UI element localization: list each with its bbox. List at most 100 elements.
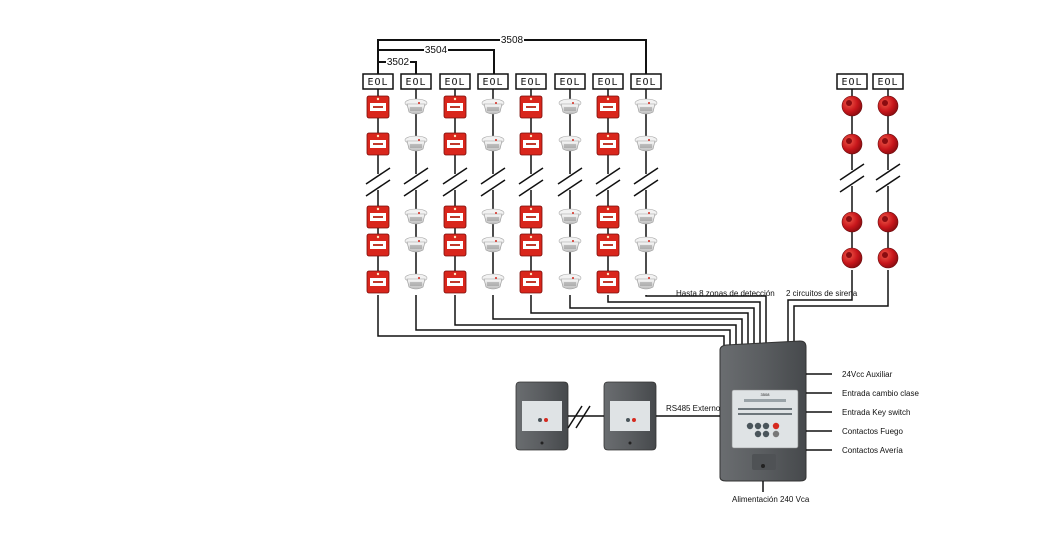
- smoke-detector: [404, 273, 428, 290]
- smoke-detector: [481, 135, 505, 152]
- eol-label: EOL: [405, 77, 426, 88]
- alarm-sounder: [877, 211, 899, 233]
- eol-box-zone-6: EOL: [554, 73, 586, 90]
- manual-call-point: [366, 270, 390, 294]
- smoke-detector: [404, 98, 428, 115]
- manual-call-point: [519, 233, 543, 257]
- smoke-detector: [634, 98, 658, 115]
- main-control-panel: 3508: [719, 340, 807, 482]
- bus-label-3508: 3508: [501, 35, 524, 46]
- smoke-detector: [634, 273, 658, 290]
- zone-5: EOL: [515, 73, 547, 294]
- output-label: Contactos Avería: [842, 446, 903, 455]
- zone-3: EOL: [439, 73, 471, 294]
- smoke-detector: [481, 273, 505, 290]
- bus-labels: 3508 3504 3502: [386, 33, 524, 68]
- manual-call-point: [366, 233, 390, 257]
- manual-call-point: [443, 95, 467, 119]
- manual-call-point: [519, 132, 543, 156]
- alarm-sounder: [877, 95, 899, 117]
- eol-label: EOL: [635, 77, 656, 88]
- eol-label: EOL: [520, 77, 541, 88]
- smoke-detector: [481, 236, 505, 253]
- alarm-sounder: [841, 247, 863, 269]
- siren-circuit-1: EOL: [836, 73, 868, 269]
- smoke-detector: [634, 208, 658, 225]
- siren-wires: [787, 270, 889, 348]
- power-label: Alimentación 240 Vca: [732, 495, 810, 504]
- rs485-bus: [567, 405, 720, 429]
- manual-call-point: [366, 132, 390, 156]
- eol-label: EOL: [559, 77, 580, 88]
- alarm-sounder: [877, 247, 899, 269]
- zone-1: EOL: [362, 73, 394, 294]
- eol-box-zone-7: EOL: [592, 73, 624, 90]
- detection-zones: EOL EOL EOL EOL EOL EOL EOL EOL: [362, 73, 662, 294]
- alarm-sounder: [841, 211, 863, 233]
- eol-label: EOL: [841, 77, 862, 88]
- bus-label-3502: 3502: [387, 57, 410, 68]
- eol-box-zone-1: EOL: [362, 73, 394, 90]
- zone-6: EOL: [554, 73, 586, 290]
- manual-call-point: [366, 205, 390, 229]
- smoke-detector: [558, 135, 582, 152]
- manual-call-point: [596, 205, 620, 229]
- manual-call-point: [366, 95, 390, 119]
- manual-call-point: [519, 205, 543, 229]
- output-label: 24Vcc Auxiliar: [842, 370, 893, 379]
- eol-box-siren-1: EOL: [836, 73, 868, 90]
- manual-call-point: [443, 233, 467, 257]
- manual-call-point: [519, 95, 543, 119]
- eol-label: EOL: [367, 77, 388, 88]
- repeater-panel-2: [603, 381, 657, 451]
- smoke-detector: [481, 208, 505, 225]
- manual-call-point: [596, 233, 620, 257]
- zone-7: EOL: [592, 73, 624, 294]
- zone-8: EOL: [630, 73, 662, 290]
- eol-box-zone-3: EOL: [439, 73, 471, 90]
- manual-call-point: [519, 270, 543, 294]
- eol-label: EOL: [444, 77, 465, 88]
- zone-4: EOL: [477, 73, 509, 290]
- siren-circuits-label: 2 circuitos de sirena: [786, 289, 858, 298]
- manual-call-point: [596, 132, 620, 156]
- output-label: Entrada cambio clase: [842, 389, 919, 398]
- alarm-sounder: [877, 133, 899, 155]
- eol-label: EOL: [482, 77, 503, 88]
- smoke-detector: [558, 236, 582, 253]
- detection-zones-label: Hasta 8 zonas de detección: [676, 289, 775, 298]
- smoke-detector: [634, 236, 658, 253]
- output-label: Contactos Fuego: [842, 427, 903, 436]
- zone-wires: [377, 295, 767, 348]
- smoke-detector: [558, 273, 582, 290]
- rs485-label: RS485 Externo: [666, 404, 721, 413]
- eol-box-siren-2: EOL: [872, 73, 904, 90]
- smoke-detector: [481, 98, 505, 115]
- manual-call-point: [596, 270, 620, 294]
- manual-call-point: [443, 205, 467, 229]
- output-label: Entrada Key switch: [842, 408, 910, 417]
- eol-box-zone-4: EOL: [477, 73, 509, 90]
- manual-call-point: [596, 95, 620, 119]
- alarm-sounder: [841, 133, 863, 155]
- smoke-detector: [404, 208, 428, 225]
- siren-circuits: EOL EOL: [836, 73, 904, 269]
- bus-label-3504: 3504: [425, 45, 448, 56]
- alarm-sounder: [841, 95, 863, 117]
- smoke-detector: [558, 98, 582, 115]
- manual-call-point: [443, 132, 467, 156]
- repeater-panel-1: [515, 381, 569, 451]
- eol-box-zone-2: EOL: [400, 73, 432, 90]
- smoke-detector: [404, 236, 428, 253]
- eol-label: EOL: [877, 77, 898, 88]
- smoke-detector: [404, 135, 428, 152]
- eol-box-zone-5: EOL: [515, 73, 547, 90]
- smoke-detector: [634, 135, 658, 152]
- zone-2: EOL: [400, 73, 432, 290]
- siren-circuit-2: EOL: [872, 73, 904, 269]
- eol-box-zone-8: EOL: [630, 73, 662, 90]
- smoke-detector: [558, 208, 582, 225]
- eol-label: EOL: [597, 77, 618, 88]
